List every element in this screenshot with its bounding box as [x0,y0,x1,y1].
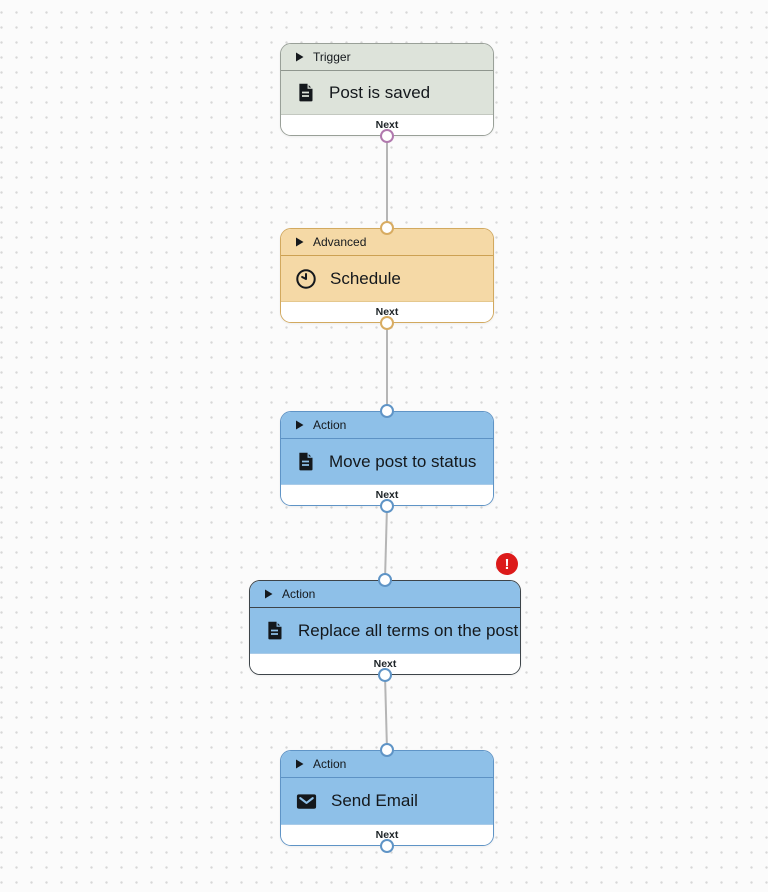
document-icon [295,451,316,472]
node-kind-label: Action [282,587,316,601]
exclamation-icon: ! [504,555,510,573]
node-kind-label: Advanced [313,235,367,249]
node-body: Send Email [281,778,493,824]
output-port[interactable] [380,129,394,143]
document-icon [295,82,316,103]
error-badge: ! [496,553,518,575]
node-header[interactable]: Trigger [281,44,493,71]
next-branch-label: Next [281,824,493,845]
connector-line [384,674,388,751]
node-title: Replace all terms on the post [298,620,519,640]
next-branch-label: Next [281,301,493,322]
next-branch-label: Next [281,114,493,135]
collapse-arrow-icon [295,759,304,769]
output-port[interactable] [378,668,392,682]
next-branch-label: Next [250,653,520,674]
replace-all-terms-node[interactable]: Action Replace all terms on the post Nex… [249,573,521,682]
input-port[interactable] [378,573,392,587]
collapse-arrow-icon [295,52,304,62]
output-port[interactable] [380,499,394,513]
node-kind-label: Trigger [313,50,351,64]
next-branch-label: Next [281,484,493,505]
input-port[interactable] [380,743,394,757]
send-email-node[interactable]: Action Send Email Next [280,743,494,853]
collapse-arrow-icon [264,589,273,599]
node-body: Schedule [281,256,493,301]
node-title: Post is saved [329,82,431,102]
output-port[interactable] [380,316,394,330]
input-port[interactable] [380,221,394,235]
schedule-node[interactable]: Advanced Schedule Next [280,221,494,330]
node-kind-label: Action [313,757,347,771]
collapse-arrow-icon [295,420,304,430]
connector-line [384,505,388,581]
trigger-node[interactable]: Trigger Post is saved Next [280,43,494,143]
collapse-arrow-icon [295,237,304,247]
node-body: Post is saved [281,71,493,114]
output-port[interactable] [380,839,394,853]
move-post-to-status-node[interactable]: Action Move post to status Next [280,404,494,513]
clock-icon [295,268,317,290]
node-header[interactable]: Action [281,412,493,439]
document-icon [264,620,285,641]
node-body: Move post to status [281,439,493,484]
node-kind-label: Action [313,418,347,432]
node-title: Send Email [331,791,418,810]
input-port[interactable] [380,404,394,418]
node-title: Move post to status [329,451,477,471]
mail-icon [295,790,318,813]
node-body: Replace all terms on the post [250,608,520,653]
node-title: Schedule [330,268,401,288]
